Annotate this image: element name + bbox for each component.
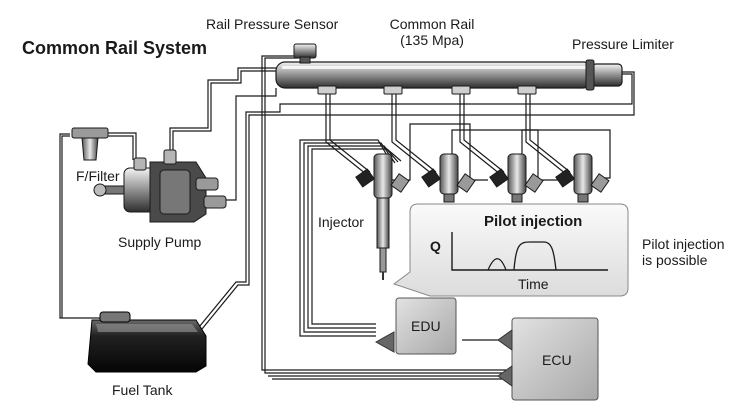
injector-label: Injector [318,214,364,230]
ecu-label: ECU [542,352,572,368]
filter-label: F/Filter [76,168,120,184]
fuel-filter [71,127,109,161]
supply-pump [93,149,227,223]
common-rail-pressure: (135 Mpa) [400,32,464,48]
injector-2 [421,153,476,203]
injector-3 [489,153,544,203]
pilot-injection-note: Pilot injection is possible [642,236,725,268]
rail-outlets [317,85,537,95]
injector-1 [355,153,410,280]
callout-x-axis: Time [518,276,549,292]
fuel-tank [87,311,207,373]
callout-y-axis: Q [430,238,441,254]
edu-label: EDU [411,318,441,334]
pilot-injection-graph [451,232,608,271]
ecu-module [497,317,599,401]
common-rail-label: Common Rail (135 Mpa) [384,16,480,48]
diagram-title: Common Rail System [22,38,208,58]
fuel-lines [59,55,635,380]
pressure-limiter-label: Pressure Limiter [572,36,674,52]
common-rail [275,61,593,89]
note-line-2: is possible [642,252,708,268]
pressure-limiter [585,59,623,91]
callout-title: Pilot injection [484,213,583,230]
rail-pressure-sensor-label: Rail Pressure Sensor [206,16,339,32]
pilot-injection-callout [392,203,629,297]
injector-4 [555,153,610,203]
supply-pump-label: Supply Pump [118,234,202,250]
common-rail-name: Common Rail [389,16,475,32]
edu-module [374,297,457,355]
rail-pressure-sensor [293,43,317,64]
note-line-1: Pilot injection [642,236,725,252]
fuel-tank-label: Fuel Tank [112,382,173,398]
